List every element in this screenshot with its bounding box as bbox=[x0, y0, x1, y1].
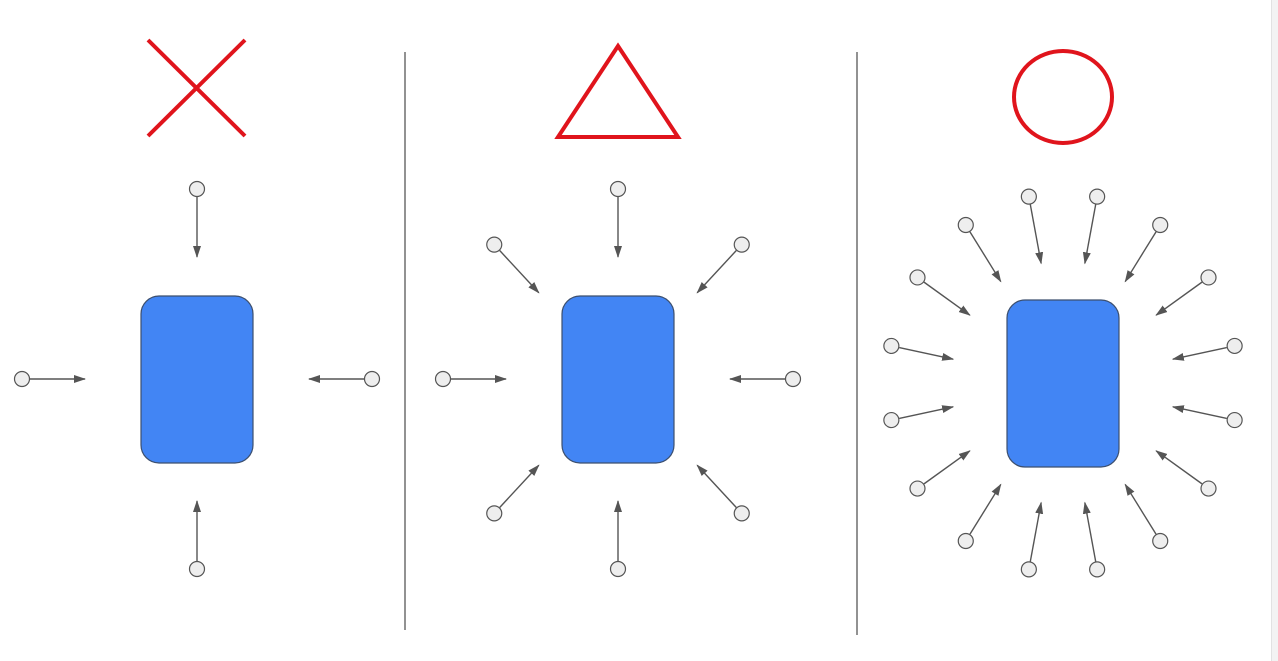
inbound-arrow bbox=[1029, 501, 1044, 562]
source-node bbox=[1200, 480, 1217, 497]
inbound-arrow bbox=[696, 250, 737, 294]
panel-triangle bbox=[434, 42, 802, 578]
source-node bbox=[363, 370, 381, 388]
target-block bbox=[140, 295, 254, 464]
scrollbar-track[interactable] bbox=[1271, 0, 1278, 661]
circle-mark-icon bbox=[1012, 49, 1114, 145]
inbound-arrow bbox=[923, 450, 971, 485]
inbound-arrow bbox=[499, 464, 540, 508]
source-node bbox=[909, 480, 926, 497]
source-node bbox=[486, 505, 503, 522]
inbound-arrow bbox=[696, 464, 737, 508]
target-block bbox=[1006, 299, 1120, 468]
source-node bbox=[1089, 561, 1106, 578]
source-node bbox=[784, 370, 802, 388]
source-node bbox=[883, 411, 900, 429]
inbound-arrow bbox=[1124, 483, 1157, 535]
cross-mark-icon bbox=[146, 38, 247, 138]
target-block bbox=[561, 295, 675, 464]
inbound-arrow bbox=[1155, 450, 1203, 485]
inbound-arrow bbox=[899, 405, 955, 420]
source-node bbox=[957, 216, 974, 234]
inbound-arrow bbox=[1155, 281, 1203, 316]
inbound-arrow bbox=[499, 250, 540, 294]
source-node bbox=[909, 269, 926, 286]
source-node bbox=[188, 180, 206, 198]
source-node bbox=[1226, 337, 1243, 355]
inbound-arrow bbox=[1082, 204, 1097, 265]
inbound-arrow bbox=[923, 281, 971, 316]
source-node bbox=[188, 560, 206, 578]
source-node bbox=[733, 505, 750, 522]
inbound-arrows bbox=[13, 180, 381, 578]
panel-cross bbox=[13, 38, 381, 578]
source-node bbox=[1200, 269, 1217, 286]
panel-circle bbox=[883, 49, 1243, 578]
inbound-arrows bbox=[883, 188, 1243, 578]
inbound-arrow bbox=[1124, 231, 1157, 283]
inbound-arrow bbox=[969, 483, 1002, 535]
source-node bbox=[13, 370, 31, 388]
source-node bbox=[1020, 561, 1037, 578]
source-node bbox=[1152, 216, 1169, 234]
inbound-arrow bbox=[1029, 204, 1044, 265]
source-node bbox=[957, 532, 974, 550]
inbound-arrow bbox=[969, 231, 1002, 283]
inbound-arrows bbox=[434, 180, 802, 578]
triangle-mark-icon bbox=[554, 42, 682, 139]
source-node bbox=[609, 560, 627, 578]
source-node bbox=[486, 236, 503, 253]
source-node bbox=[1226, 411, 1243, 429]
inbound-arrow bbox=[1171, 405, 1227, 420]
source-node bbox=[1020, 188, 1037, 205]
source-node bbox=[883, 337, 900, 355]
source-node bbox=[733, 236, 750, 253]
source-node bbox=[434, 370, 452, 388]
source-node bbox=[1152, 532, 1169, 550]
source-node bbox=[1089, 188, 1106, 205]
source-node bbox=[609, 180, 627, 198]
inbound-arrow bbox=[899, 346, 955, 361]
inbound-arrow bbox=[1082, 501, 1097, 562]
inbound-arrow bbox=[1171, 346, 1227, 361]
